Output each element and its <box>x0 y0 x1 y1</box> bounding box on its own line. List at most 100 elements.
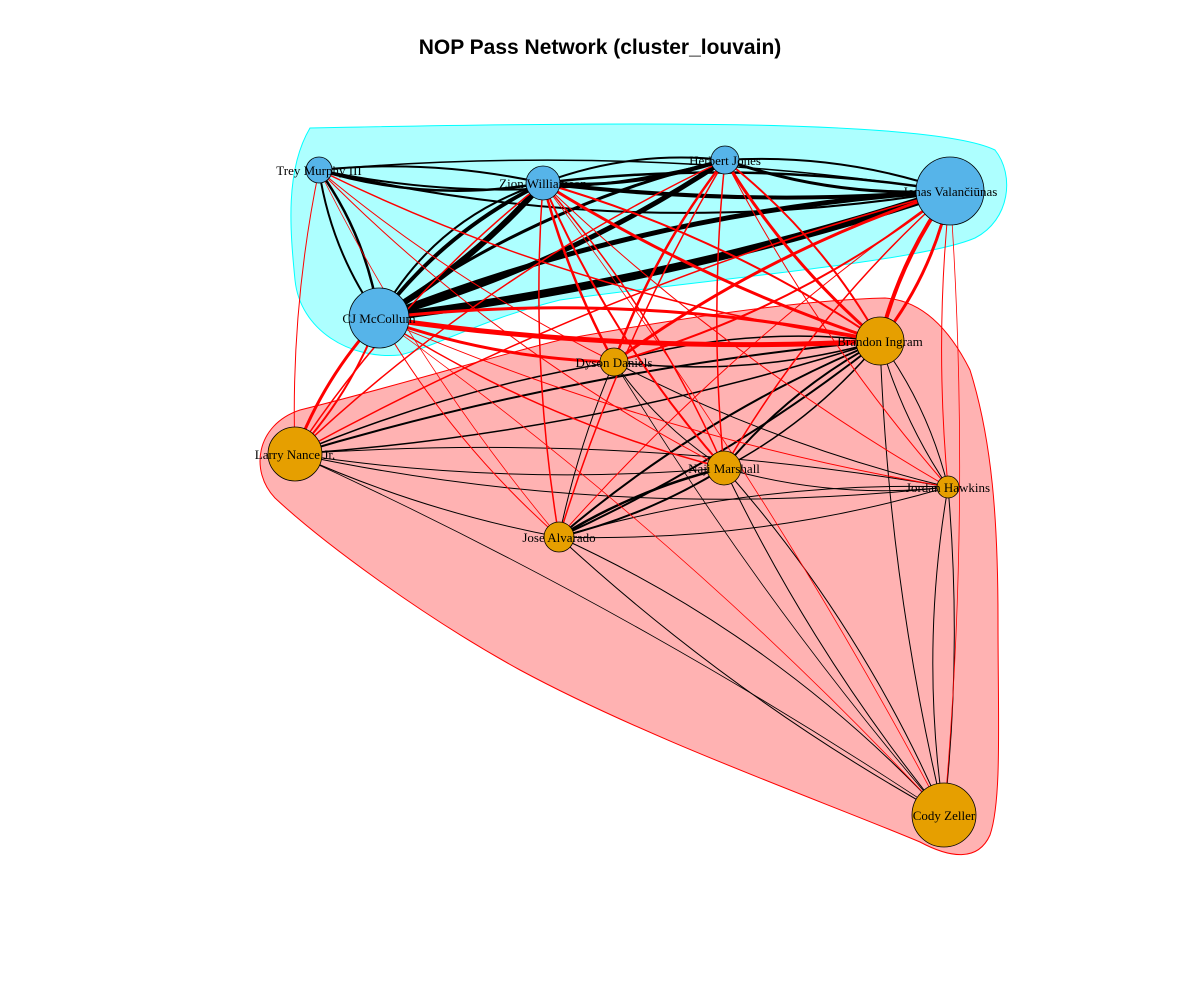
node-circle <box>305 156 333 184</box>
edge-jonas-cody <box>943 190 961 816</box>
node-label: Cody Zeller <box>913 808 976 823</box>
cluster-hull-2 <box>259 297 1000 856</box>
edge-brandon-dyson <box>613 340 881 368</box>
edge-larry-jordan <box>294 446 949 488</box>
edge-cj-brandon <box>378 306 881 343</box>
edge-zion-jonas <box>542 181 951 200</box>
edge-trey-zion <box>318 168 544 192</box>
edge-jose-cody <box>558 536 945 816</box>
node-label: Larry Nance Jr. <box>255 447 336 462</box>
edge-zion-herbert <box>542 156 726 184</box>
node-circle <box>710 145 740 175</box>
edge-herbert-brandon <box>724 159 881 342</box>
edge-herbert-naji <box>716 159 726 469</box>
edge-larry-cody <box>294 453 945 816</box>
edge-brandon-jose <box>558 340 881 538</box>
node-cody: Cody Zeller <box>911 782 977 848</box>
edge-naji-jose <box>558 466 725 539</box>
edge-zion-herbert <box>542 158 726 186</box>
node-dyson: Dyson Daniels <box>576 347 653 377</box>
chart-title: NOP Pass Network (cluster_louvain) <box>418 36 782 59</box>
edge-cj-jordan <box>378 317 949 488</box>
node-jordan: Jordan Hawkins <box>906 475 990 499</box>
edge-trey-jose <box>318 169 560 538</box>
edge-dyson-naji <box>613 361 725 469</box>
edge-larry-jordan <box>294 453 949 500</box>
edge-brandon-naji <box>723 340 881 469</box>
edge-jose-jordan <box>558 486 949 539</box>
node-label: Jonas Valančiūnas <box>903 184 998 199</box>
node-label: Trey Murphy III <box>276 163 361 178</box>
node-label: CJ McCollum <box>342 311 415 326</box>
edge-herbert-jordan <box>724 159 949 488</box>
edge-brandon-larry <box>294 340 881 455</box>
edge-naji-cody <box>723 467 945 816</box>
node-label: Dyson Daniels <box>576 355 653 370</box>
node-label: Brandon Ingram <box>837 334 923 349</box>
node-circle <box>525 165 561 201</box>
edge-zion-larry <box>294 182 544 455</box>
edge-brandon-jose <box>558 340 881 538</box>
edge-jose-jordan <box>558 485 949 538</box>
edge-zion-dyson <box>541 182 616 363</box>
edge-zion-brandon <box>542 181 881 343</box>
edge-dyson-larry <box>294 361 615 455</box>
node-circle <box>936 475 960 499</box>
node-circle <box>267 426 323 482</box>
edge-cj-herbert <box>378 157 727 321</box>
node-jonas: Jonas Valančiūnas <box>903 156 998 226</box>
edge-jordan-cody <box>932 486 949 816</box>
edges <box>293 156 961 816</box>
node-label: Herbert Jones <box>689 153 761 168</box>
node-naji: Naji Marshall <box>688 450 760 486</box>
edge-jonas-larry <box>294 190 951 455</box>
node-herbert: Herbert Jones <box>689 145 761 175</box>
node-cj: CJ McCollum <box>342 287 416 349</box>
node-circle <box>348 287 410 349</box>
edge-zion-naji <box>542 182 725 469</box>
edge-trey-naji <box>318 169 725 469</box>
edge-larry-naji <box>294 453 725 476</box>
edge-larry-jose <box>294 453 560 538</box>
node-brandon: Brandon Ingram <box>837 316 923 366</box>
edge-brandon-dyson <box>613 335 881 363</box>
edge-trey-brandon <box>318 169 881 342</box>
edge-jordan-cody <box>943 486 955 816</box>
edge-herbert-brandon <box>723 159 881 343</box>
node-circle <box>911 782 977 848</box>
node-label: Naji Marshall <box>688 461 760 476</box>
edge-zion-jose <box>538 182 560 538</box>
edge-brandon-naji <box>723 340 881 469</box>
edge-naji-cody <box>723 467 945 816</box>
nodes: Trey Murphy III Zion Williamson Herbert Jo… <box>255 145 998 848</box>
node-label: Zion Williamson <box>499 176 587 191</box>
edge-brandon-cody <box>879 340 945 816</box>
node-circle <box>915 156 985 226</box>
edge-zion-jordan <box>542 182 949 488</box>
cluster-hulls <box>259 123 1008 856</box>
node-jose: Jose Alvarado <box>522 521 596 553</box>
node-circle <box>599 347 629 377</box>
edge-zion-cody <box>542 182 945 816</box>
edge-herbert-jose <box>558 159 726 538</box>
edge-dyson-jose <box>558 361 615 538</box>
edge-cj-jonas <box>378 187 952 322</box>
edge-brandon-larry <box>294 340 881 455</box>
edge-zion-naji <box>542 182 725 469</box>
edge-cj-jose <box>378 317 560 538</box>
edge-jose-cody <box>558 536 945 816</box>
edge-trey-dyson <box>318 169 615 363</box>
node-label: Jordan Hawkins <box>906 480 990 495</box>
node-trey: Trey Murphy III <box>276 156 362 184</box>
edge-herbert-larry <box>294 159 726 455</box>
edge-jonas-jose <box>558 190 951 538</box>
edge-jonas-jordan <box>941 190 951 488</box>
edge-trey-jonas <box>318 159 951 192</box>
node-larry: Larry Nance Jr. <box>255 426 336 482</box>
edge-dyson-cody <box>613 361 945 816</box>
node-label: Jose Alvarado <box>522 530 595 545</box>
edge-cj-cody <box>378 317 945 816</box>
node-zion: Zion Williamson <box>499 165 587 201</box>
node-circle <box>543 521 575 553</box>
